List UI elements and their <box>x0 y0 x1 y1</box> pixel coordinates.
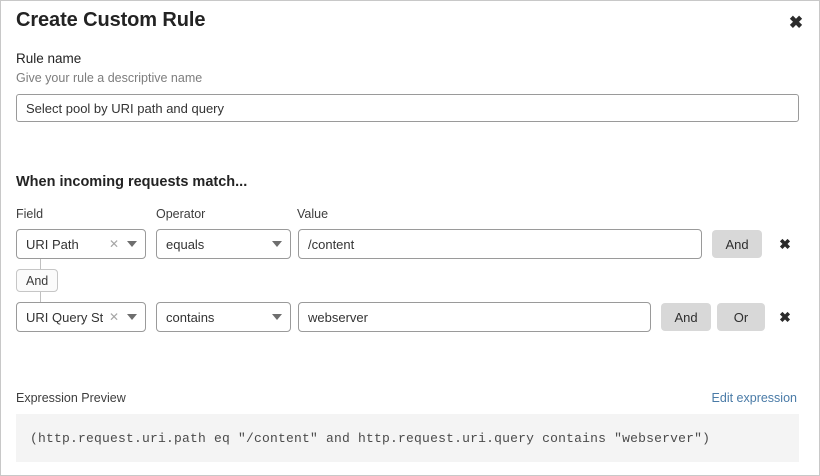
rule-name-label: Rule name <box>16 51 82 66</box>
condition-row: URI Query St... ✕ contains And Or ✖ <box>1 302 819 332</box>
and-button-2[interactable]: And <box>661 303 711 331</box>
column-header-operator: Operator <box>156 207 206 221</box>
column-header-field: Field <box>16 207 44 221</box>
match-section-heading: When incoming requests match... <box>16 174 248 190</box>
chevron-down-icon <box>272 241 282 247</box>
operator-select-1[interactable]: equals <box>156 229 291 259</box>
operator-select-2[interactable]: contains <box>156 302 291 332</box>
operator-select-1-value: equals <box>166 236 205 252</box>
column-header-value: Value <box>297 207 329 221</box>
or-button-2[interactable]: Or <box>717 303 765 331</box>
field-select-2-value: URI Query St... <box>26 309 103 325</box>
connector-line-top <box>40 259 41 269</box>
close-icon[interactable]: ✖ <box>788 12 804 32</box>
rule-name-description: Give your rule a descriptive name <box>16 71 203 85</box>
chevron-down-icon <box>127 314 137 320</box>
expression-preview-code: (http.request.uri.path eq "/content" and… <box>30 430 711 446</box>
field-select-1[interactable]: URI Path ✕ <box>16 229 146 259</box>
expression-preview-label: Expression Preview <box>16 391 126 405</box>
condition-row: URI Path ✕ equals And ✖ <box>1 229 819 259</box>
expression-preview-box: (http.request.uri.path eq "/content" and… <box>16 414 799 462</box>
field-select-1-value: URI Path <box>26 236 79 252</box>
connector-and-chip[interactable]: And <box>16 269 59 292</box>
connector-line-bottom <box>40 292 41 303</box>
value-input-2[interactable] <box>298 302 651 332</box>
chevron-down-icon <box>127 241 137 247</box>
chevron-down-icon <box>272 314 282 320</box>
field-select-2[interactable]: URI Query St... ✕ <box>16 302 146 332</box>
rule-name-section: Rule name Give your rule a descriptive n… <box>16 51 799 122</box>
edit-expression-link[interactable]: Edit expression <box>711 391 797 405</box>
close-small-icon[interactable]: ✕ <box>108 310 119 324</box>
value-input-1[interactable] <box>298 229 702 259</box>
operator-select-2-value: contains <box>166 309 215 325</box>
and-button-1[interactable]: And <box>712 230 762 258</box>
condition-connector: And <box>16 259 136 303</box>
close-small-icon[interactable]: ✕ <box>108 237 119 251</box>
delete-condition-2-icon[interactable]: ✖ <box>779 308 791 325</box>
dialog-title: Create Custom Rule <box>16 9 206 31</box>
delete-condition-1-icon[interactable]: ✖ <box>779 235 791 252</box>
rule-name-input[interactable] <box>16 94 799 122</box>
